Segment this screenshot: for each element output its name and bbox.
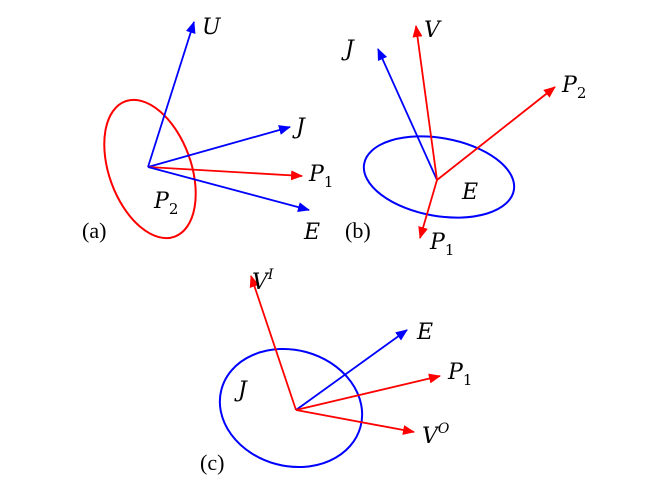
panel-c-arrow-P1	[295, 373, 441, 411]
panel-b-arrow-J	[377, 48, 438, 181]
panel-a-label-J: J	[292, 115, 306, 140]
panel-b-tag: (b)	[345, 218, 371, 243]
panel-b-label-V: V	[424, 18, 442, 43]
panel-c-label-VO: VO	[422, 421, 450, 449]
panel-a-tag: (a)	[82, 218, 106, 243]
panel-a-arrow-U	[147, 21, 196, 168]
panel-b-label-J: J	[341, 37, 355, 62]
panel-b-ellipse	[362, 135, 516, 219]
panel-a-arrow-E	[147, 166, 310, 212]
panel-a-ellipse-label: P2	[153, 189, 178, 218]
panel-a-label-P1: P1	[308, 162, 333, 191]
panel-b-label-P2: P2	[561, 73, 586, 102]
panel-c-arrow-VI	[249, 275, 297, 411]
panel-a-arrow-J	[147, 125, 291, 168]
panel-c-label-E: E	[416, 320, 433, 345]
panel-b: J V P2 P1 E (b)	[341, 18, 586, 259]
panel-c-arrow-E	[295, 329, 408, 411]
panel-c-label-VI: VI	[252, 267, 274, 295]
panel-b-arrow-P2	[436, 86, 556, 181]
panel-c-arrow-VO	[295, 409, 415, 435]
panel-b-arrow-P1	[418, 179, 438, 239]
panel-c-tag: (c)	[200, 450, 224, 475]
panel-c: VI E P1 VO J (c)	[200, 267, 472, 475]
panel-b-ellipse-label: E	[461, 180, 478, 205]
panel-b-arrow-V	[412, 25, 438, 181]
panel-a-arrow-P1	[147, 166, 303, 181]
panel-a-label-E: E	[303, 220, 320, 245]
panel-a: U J P1 E P2 (a)	[82, 15, 333, 245]
panel-c-label-P1: P1	[447, 360, 472, 389]
panel-c-ellipse	[218, 347, 364, 469]
panel-b-label-P1: P1	[429, 230, 454, 259]
panel-c-ellipse-label: J	[234, 378, 248, 403]
panel-a-label-U: U	[202, 15, 222, 40]
